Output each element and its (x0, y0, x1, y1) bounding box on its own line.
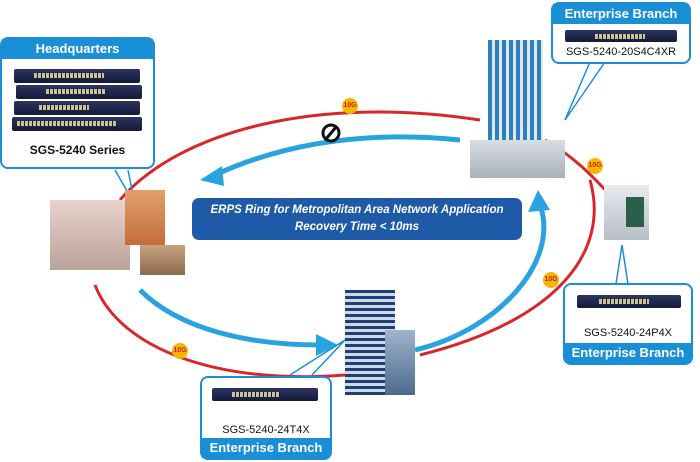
traffic-flow-right (414, 204, 547, 353)
link-speed-badge: 10G (172, 343, 188, 359)
traffic-arrow-bottom (316, 334, 338, 356)
traffic-flow-top (213, 134, 461, 178)
branch-bottom-callout: SGS-5240-24T4X Enterprise Branch (200, 376, 332, 460)
callout-pointer-top-right (564, 61, 606, 121)
callout-pointer-right (615, 244, 629, 285)
banner-subtitle: Recovery Time < 10ms (294, 221, 420, 233)
model-name: SGS-5240-24T4X (222, 424, 310, 436)
link-speed-badge: 10G (543, 272, 559, 288)
model-name: SGS-5240 Series (29, 143, 126, 157)
switch-image (14, 101, 140, 115)
branch-right-callout: SGS-5240-24P4X Enterprise Branch (563, 283, 693, 365)
model-name: SGS-5240-24P4X (583, 327, 673, 339)
no-entry-icon (321, 123, 341, 143)
link-speed-badge: 10G (587, 158, 603, 174)
erps-banner: ERPS Ring for Metropolitan Area Network … (192, 198, 522, 240)
ring-link-hq-top (118, 110, 481, 201)
switch-image (577, 295, 681, 308)
enterprise-branch-tower-building (470, 40, 570, 180)
ring-link-right-inner (419, 179, 596, 357)
branch-top-right-callout: Enterprise Branch SGS-5240-20S4C4XR (551, 2, 691, 64)
headquarters-building (50, 190, 190, 280)
callout-header: Enterprise Branch (553, 4, 689, 24)
switch-image (565, 30, 677, 42)
callout-header: Enterprise Branch (202, 438, 330, 458)
traffic-flow-bottom (138, 288, 321, 348)
headquarters-callout: Headquarters SGS-5240 Series (0, 37, 155, 169)
traffic-arrow-left (200, 166, 224, 186)
switch-image (16, 85, 142, 99)
switch-image (212, 388, 318, 401)
switch-image (12, 117, 142, 131)
model-name: SGS-5240-20S4C4XR (565, 46, 677, 58)
callout-header: Enterprise Branch (565, 343, 691, 363)
banner-title: ERPS Ring for Metropolitan Area Network … (210, 204, 504, 216)
callout-header: Headquarters (2, 39, 153, 59)
traffic-arrow-up (528, 190, 550, 212)
link-speed-badge: 10G (342, 98, 358, 114)
switch-image (14, 69, 140, 83)
enterprise-branch-right-building (604, 185, 654, 245)
enterprise-branch-bottom-building (340, 290, 420, 400)
